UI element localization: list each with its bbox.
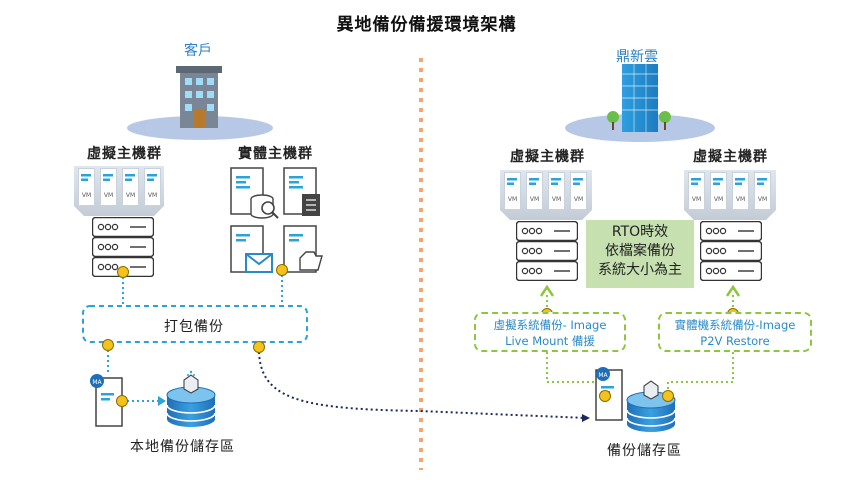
cloud-storage-node: [662, 390, 674, 402]
local-storage-cylinder-icon: [166, 370, 216, 428]
restore-arrow-2: [725, 284, 741, 297]
right-virtual-group-label-1: 虛擬主機群: [510, 149, 585, 165]
cloud-site-label: 鼎新雲: [616, 49, 658, 65]
pack-out-node: [102, 339, 114, 351]
local-storage-label: 本地備份儲存區: [130, 439, 235, 455]
restore-box-physical: 實體機系統備份-Image P2V Restore: [658, 312, 812, 352]
pack-backup-label: 打包備份: [164, 319, 224, 335]
rto-note-box: RTO時效 依檔案備份 系統大小為主: [586, 220, 694, 288]
restore-box-virtual-line-1: 虛擬系統備份- Image: [493, 318, 607, 332]
cloud-ma-node: [599, 390, 611, 402]
customer-site-label: 客戶: [184, 43, 212, 59]
cloud-storage-cylinder-icon: [626, 380, 676, 433]
left-vm-node: [117, 266, 129, 278]
pack-offsite-node: [253, 341, 265, 353]
physical-group-label: 實體主機群: [238, 146, 313, 162]
pack-backup-box: [82, 305, 308, 343]
svg-text:MA: MA: [598, 372, 608, 379]
restore-box-virtual: 虛擬系統備份- Image Live Mount 備援: [474, 312, 626, 352]
restore-box-physical-line-1: 實體機系統備份-Image: [674, 318, 796, 332]
cloud-building-icon: [565, 64, 715, 142]
physical-hosts-icon: [230, 167, 323, 273]
left-vm-tower-icon: [74, 166, 164, 277]
right-vm-tower-1-icon: [500, 170, 592, 281]
restore-box-physical-line-2: P2V Restore: [700, 334, 770, 348]
restore-arrow-1: [539, 284, 555, 297]
diagram-title: 異地備份備援環境架構: [336, 15, 517, 35]
rto-line-1: RTO時效: [611, 224, 669, 240]
restore-box-virtual-line-2: Live Mount 備援: [505, 334, 595, 348]
right-vm-tower-2-icon: [684, 170, 776, 281]
rto-line-3: 系統大小為主: [598, 262, 682, 278]
right-virtual-group-label-2: 虛擬主機群: [693, 149, 768, 165]
svg-text:MA: MA: [92, 379, 102, 386]
customer-building-icon: [127, 66, 273, 140]
cloud-storage-label: 備份儲存區: [607, 443, 682, 459]
offsite-transfer-line: [257, 346, 587, 419]
physical-node: [276, 264, 288, 276]
local-ma-node: [116, 395, 128, 407]
left-virtual-group-label: 虛擬主機群: [87, 146, 162, 162]
rto-line-2: 依檔案備份: [605, 243, 675, 259]
